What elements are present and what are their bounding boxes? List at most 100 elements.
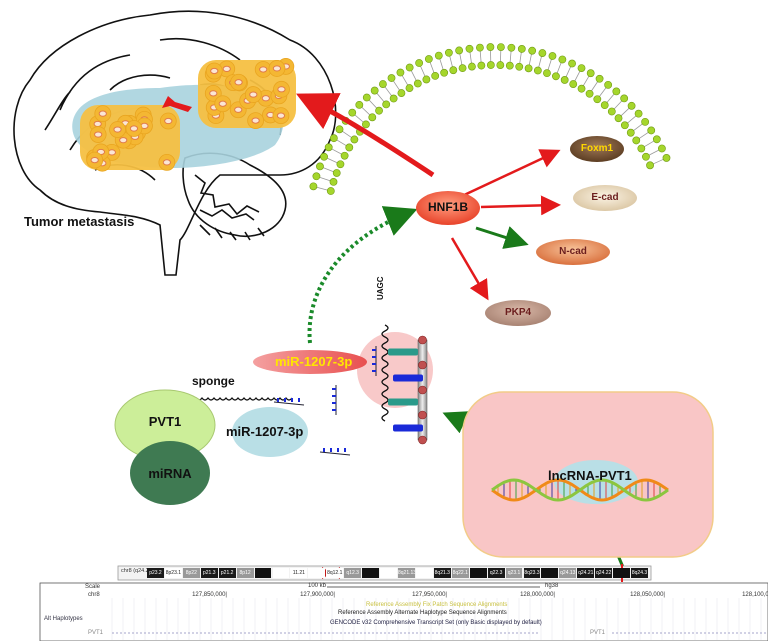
lipid-head <box>329 178 338 186</box>
lipid-head <box>533 66 542 75</box>
mir-bottom-label: miR-1207-3p <box>226 424 304 439</box>
ideogram-band <box>272 568 290 578</box>
mir-top-node <box>253 350 367 374</box>
cell-nucleus <box>277 86 286 93</box>
fragment-base <box>332 395 336 397</box>
cell-nucleus <box>218 100 227 107</box>
lipid-head <box>375 106 383 115</box>
lipid-head <box>389 94 398 103</box>
ideogram-band: p21.2 <box>218 568 236 578</box>
chrom-label: chr8 <box>88 592 100 598</box>
nucleotide-base <box>393 374 423 382</box>
lipid-head <box>476 43 484 52</box>
lipid-head <box>505 61 514 70</box>
ideogram-band: q24.21 <box>577 568 595 578</box>
lipid-head <box>614 114 623 123</box>
lipid-head <box>517 45 526 53</box>
lipid-head <box>362 93 371 102</box>
assembly-label: hg38 <box>545 583 559 589</box>
gene-label-left: PVT1 <box>88 630 104 636</box>
position-tick-label: 127,900,000| <box>300 592 335 598</box>
lipid-head <box>320 152 328 161</box>
cell-nucleus <box>261 95 270 102</box>
alt-haplotypes-label: Alt Haplotypes <box>44 616 83 622</box>
lipid-head <box>552 72 560 81</box>
arrow-hnf1b-to-ecad <box>480 195 561 216</box>
fragment-base <box>344 448 346 452</box>
fragment-line <box>319 451 351 456</box>
fragment-base <box>372 363 376 365</box>
lipid-head <box>607 107 616 116</box>
alt-haplotype-track: Reference Assembly Alternate Haplotype S… <box>338 610 507 616</box>
ideogram-band: 8q22.1 <box>451 568 469 578</box>
mrna-backbone <box>388 335 428 445</box>
lipid-head <box>326 187 335 195</box>
arrow-hnf1b-to-pkp4 <box>450 237 489 301</box>
position-tick-label: 128,100,000| <box>742 592 768 598</box>
lipid-head <box>486 43 495 51</box>
ideogram-band <box>469 568 487 578</box>
ideogram-band: 8p12 <box>236 568 254 578</box>
lipid-head <box>340 151 349 160</box>
lipid-head <box>382 100 391 109</box>
cell-nucleus <box>249 91 258 98</box>
lipid-head <box>345 143 354 152</box>
arrow-mir-to-hnf1b <box>307 206 418 344</box>
mir-bottom-node <box>232 407 308 457</box>
nucleotide-base <box>388 398 418 406</box>
nucleotide-base <box>393 424 423 432</box>
fragment-base <box>337 448 339 452</box>
cell-nucleus <box>119 137 128 144</box>
lipid-head <box>524 64 533 73</box>
lipid-head <box>637 144 646 153</box>
backbone-node <box>418 360 427 370</box>
foxm1-label: Foxm1 <box>580 143 614 154</box>
lipid-head <box>585 89 594 98</box>
lipid-head <box>468 62 476 71</box>
ecad-node <box>573 185 637 211</box>
fragment-base <box>277 398 279 402</box>
lipid-head <box>543 69 551 78</box>
lipid-head <box>620 121 629 130</box>
lipid-head <box>496 61 505 69</box>
cell-nucleus <box>162 159 171 166</box>
ideogram-band: 8q12.1 <box>326 568 344 578</box>
cell-membrane <box>309 43 671 195</box>
gencode-track: GENCODE v32 Comprehensive Transcript Set… <box>330 620 542 626</box>
lipid-head <box>620 94 629 103</box>
arrow-hnf1b-to-ncad <box>475 226 529 249</box>
lipid-head <box>477 61 486 70</box>
ideogram-band: q23.1 <box>505 568 523 578</box>
lipid-head <box>368 113 377 122</box>
cell-nucleus <box>251 117 260 124</box>
mirna-node <box>130 441 210 505</box>
cell-nucleus <box>107 149 116 156</box>
mirna-fragments <box>273 346 377 456</box>
cell-nucleus <box>234 79 243 86</box>
fragment-base <box>284 398 286 402</box>
position-tick-label: 128,000,000| <box>520 592 555 598</box>
dna-helix <box>491 478 669 502</box>
ideogram-band: q22.3 <box>487 568 505 578</box>
pkp4-node <box>485 300 551 326</box>
ideogram-band <box>380 568 397 578</box>
ncad-label: N-cad <box>559 246 587 257</box>
fragment-base <box>372 370 376 372</box>
lipid-head <box>646 161 654 170</box>
lipid-head <box>440 68 449 77</box>
lipid-head <box>658 144 666 153</box>
lipid-head <box>632 136 641 145</box>
fragment-base <box>332 402 336 404</box>
ecad-label: E-cad <box>591 192 619 203</box>
dna-strand <box>491 478 669 502</box>
uagc-label: UAGC <box>376 276 385 300</box>
fragment-base <box>372 356 376 358</box>
lipid-head <box>612 87 621 96</box>
lipid-head <box>626 128 635 137</box>
fragment-base <box>298 398 300 402</box>
mirna-label: miRNA <box>148 466 192 481</box>
tumor-cluster-right <box>198 58 296 129</box>
lipid-head <box>600 101 609 110</box>
cell-nucleus <box>94 131 103 138</box>
ideogram-band <box>362 568 380 578</box>
